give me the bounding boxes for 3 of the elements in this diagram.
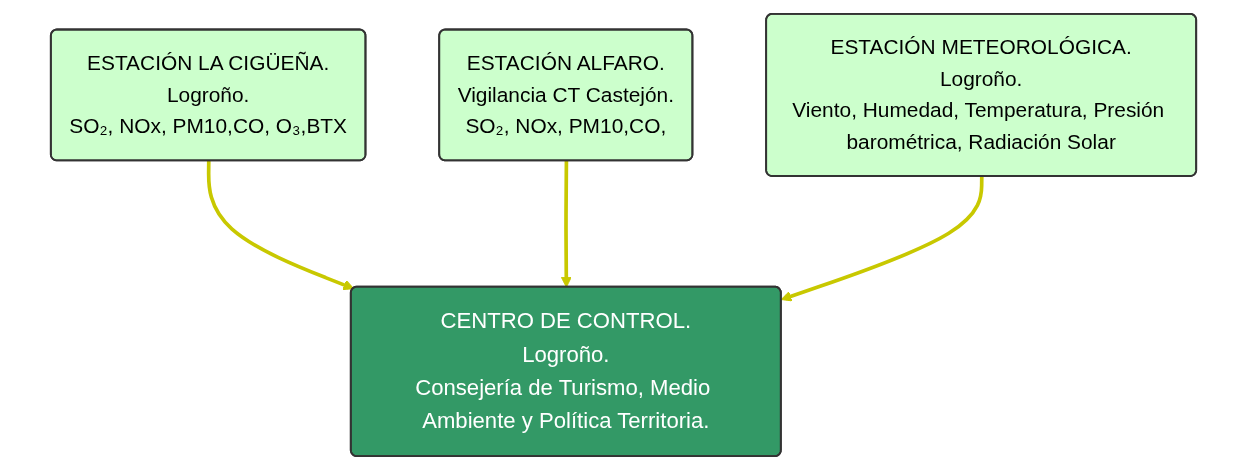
arrow	[781, 176, 985, 302]
arrow	[207, 160, 355, 291]
arrow	[561, 160, 573, 288]
